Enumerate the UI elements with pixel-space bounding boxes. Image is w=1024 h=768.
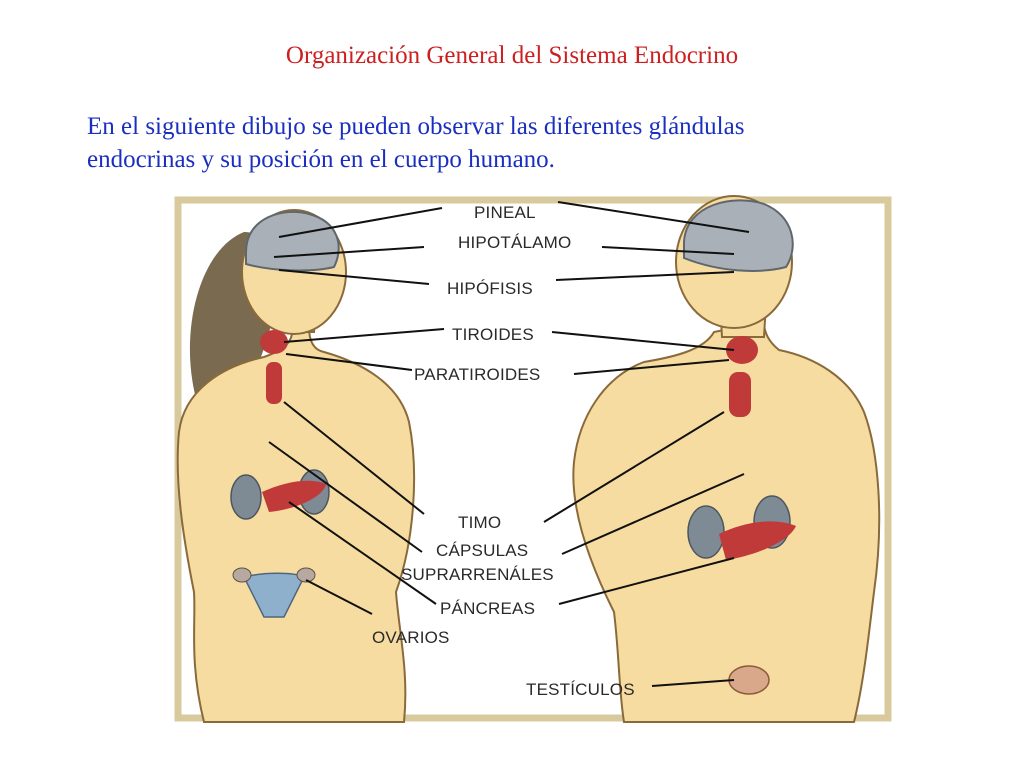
female-uterus (242, 572, 306, 618)
female-figure (176, 209, 416, 723)
female-body (176, 326, 416, 723)
label-testiculos: TESTÍCULOS (526, 680, 635, 699)
female-ovary-right (296, 567, 316, 583)
endocrine-diagram: PINEAL HIPOTÁLAMO HIPÓFISIS TIROIDES PAR… (174, 195, 892, 723)
female-pancreas (262, 480, 326, 512)
leader-lines (268, 201, 750, 687)
male-figure (572, 195, 881, 723)
label-tiroides: TIROIDES (452, 325, 534, 344)
endocrine-figure: PINEAL HIPOTÁLAMO HIPÓFISIS TIROIDES PAR… (174, 192, 894, 728)
female-kidney-left (230, 474, 262, 520)
intro-line-1: En el siguiente dibujo se pueden observa… (87, 113, 745, 140)
label-pineal: PINEAL (474, 203, 536, 222)
male-thymus (729, 372, 751, 417)
male-testicles (728, 665, 770, 695)
label-hipotalamo: HIPOTÁLAMO (458, 233, 571, 252)
male-thyroid (726, 336, 758, 364)
label-capsulas: CÁPSULAS (436, 541, 528, 560)
male-body (572, 320, 881, 723)
female-thymus (266, 362, 282, 404)
male-pancreas (719, 521, 796, 560)
intro-text: En el siguiente dibujo se pueden observa… (87, 110, 937, 176)
label-hipofisis: HIPÓFISIS (447, 279, 533, 298)
female-thyroid (260, 330, 288, 354)
intro-line-2: endocrinas y su posición en el cuerpo hu… (87, 146, 555, 173)
female-ovary-left (232, 567, 252, 583)
label-suprarrenales: SUPRARRENÁLES (401, 565, 554, 584)
label-ovarios: OVARIOS (372, 628, 450, 647)
male-kidney-left (687, 505, 725, 559)
label-timo: TIMO (458, 513, 501, 532)
label-paratiroides: PARATIROIDES (414, 365, 540, 384)
slide-title: Organización General del Sistema Endocri… (285, 42, 739, 69)
label-pancreas: PÁNCREAS (440, 599, 535, 618)
male-brain (683, 199, 794, 272)
female-brain (245, 210, 340, 272)
